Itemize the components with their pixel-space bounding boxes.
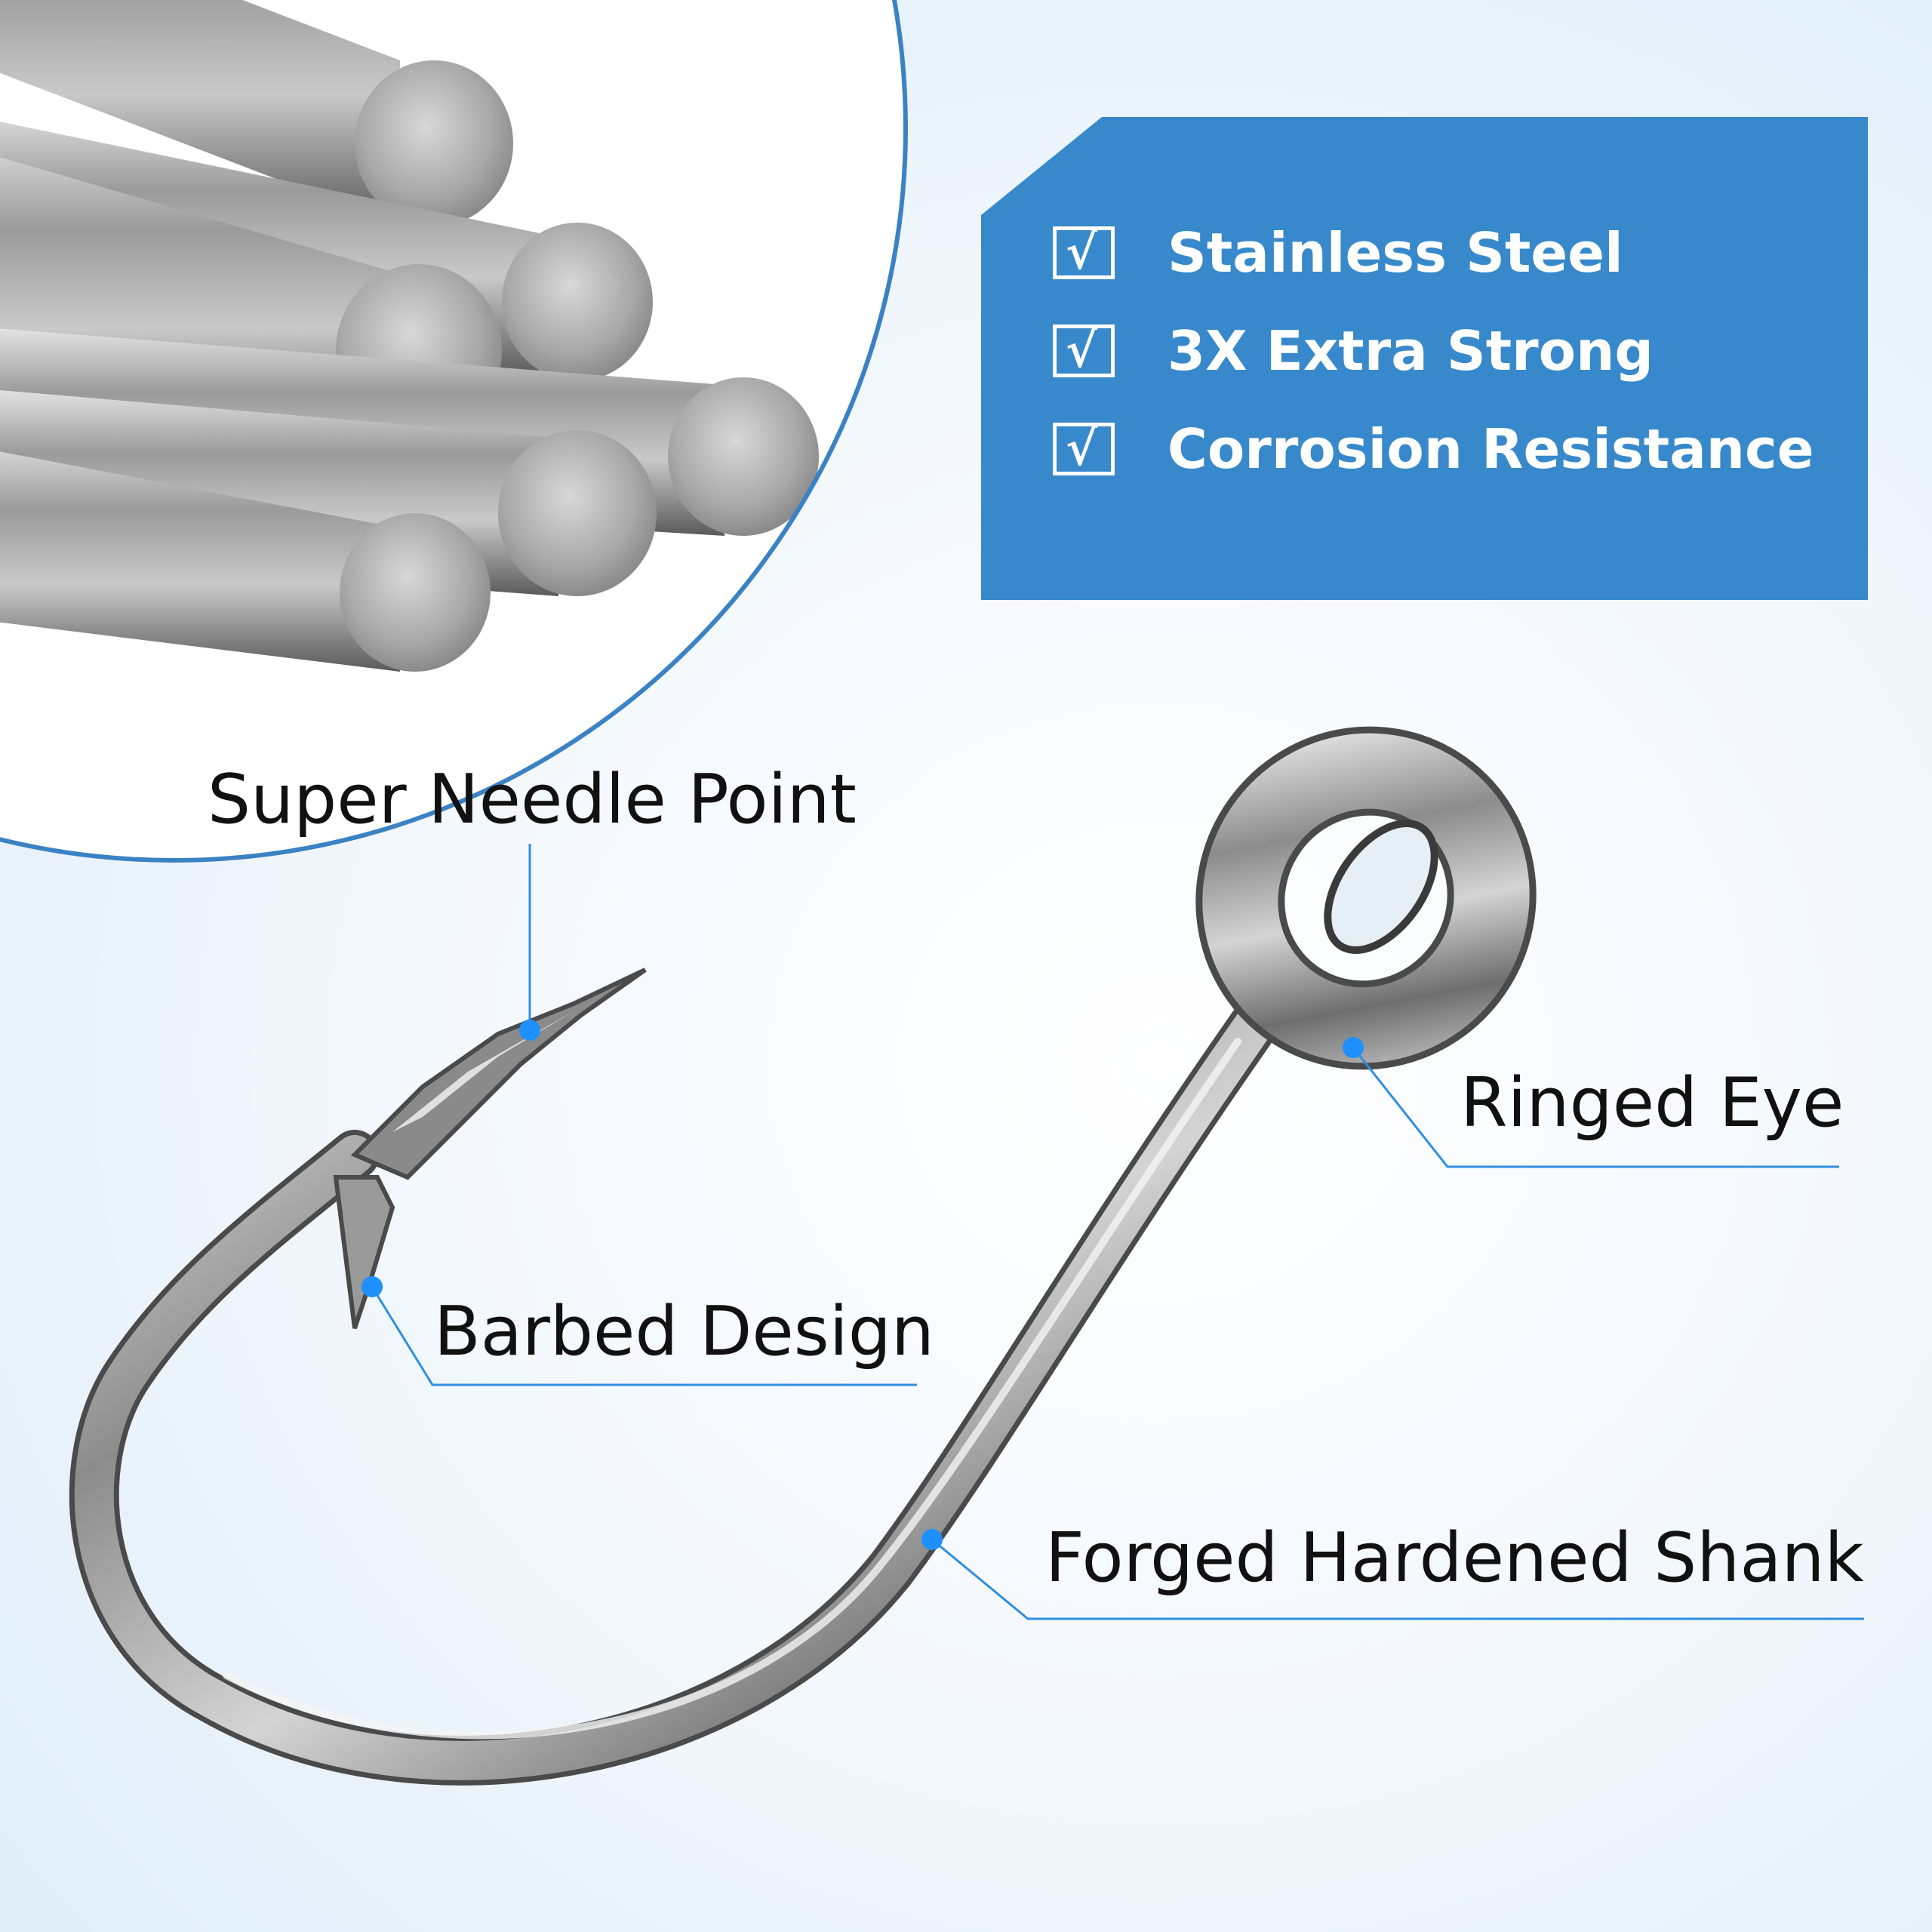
ringed-eye-dot <box>1343 1037 1364 1058</box>
feature-label: 3X Extra Strong <box>1168 319 1654 383</box>
feature-extra-strong: √ 3X Extra Strong <box>1053 309 1654 392</box>
inset-border <box>0 0 908 863</box>
callout-barbed-design: Barbed Design <box>434 1292 934 1371</box>
steel-rod-icon <box>0 0 819 672</box>
callout-ringed-eye: Ringed Eye <box>1460 1063 1844 1143</box>
callout-super-needle-point: Super Needle Point <box>208 760 857 839</box>
feature-stainless-steel: √ Stainless Steel <box>1053 211 1623 294</box>
features-panel: √ Stainless Steel √ 3X Extra Strong √ Co… <box>981 117 1868 600</box>
callout-forged-hardened-shank: Forged Hardened Shank <box>1045 1518 1864 1598</box>
feature-corrosion-resistance: √ Corrosion Resistance <box>1053 408 1814 491</box>
barbed-design-leader <box>371 1286 917 1386</box>
check-icon: √ <box>1053 420 1115 477</box>
check-icon: √ <box>1053 322 1115 379</box>
fishing-hook-icon <box>69 726 1537 1786</box>
feature-label: Stainless Steel <box>1168 221 1623 285</box>
ringed-eye-leader <box>1352 1047 1839 1168</box>
forged-shank-dot <box>921 1529 943 1550</box>
needle-point-dot <box>519 1020 540 1041</box>
feature-label: Corrosion Resistance <box>1168 417 1814 481</box>
barbed-design-dot <box>361 1276 383 1297</box>
callout-lines <box>361 844 1864 1620</box>
steel-rod-inset <box>0 0 908 863</box>
check-icon: √ <box>1053 224 1115 281</box>
forged-shank-leader <box>931 1538 1864 1620</box>
